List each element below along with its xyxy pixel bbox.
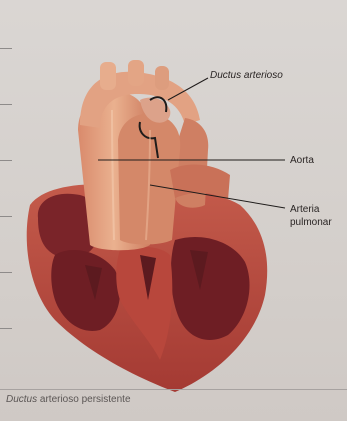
arch-branch (128, 60, 144, 86)
label-arteria: Arteria (290, 204, 319, 215)
arch-branch (155, 66, 169, 90)
label-pulmonar: pulmonar (290, 217, 347, 228)
figure-caption: Ductus arterioso persistente (6, 394, 131, 405)
label-ductus-arterioso: Ductus arterioso (210, 70, 283, 81)
arch-branch (100, 62, 116, 90)
caption-divider (0, 389, 347, 390)
label-aorta: Aorta (290, 155, 314, 166)
caption-text: arterioso persistente (37, 394, 130, 405)
caption-italic-term: Ductus (6, 394, 37, 405)
